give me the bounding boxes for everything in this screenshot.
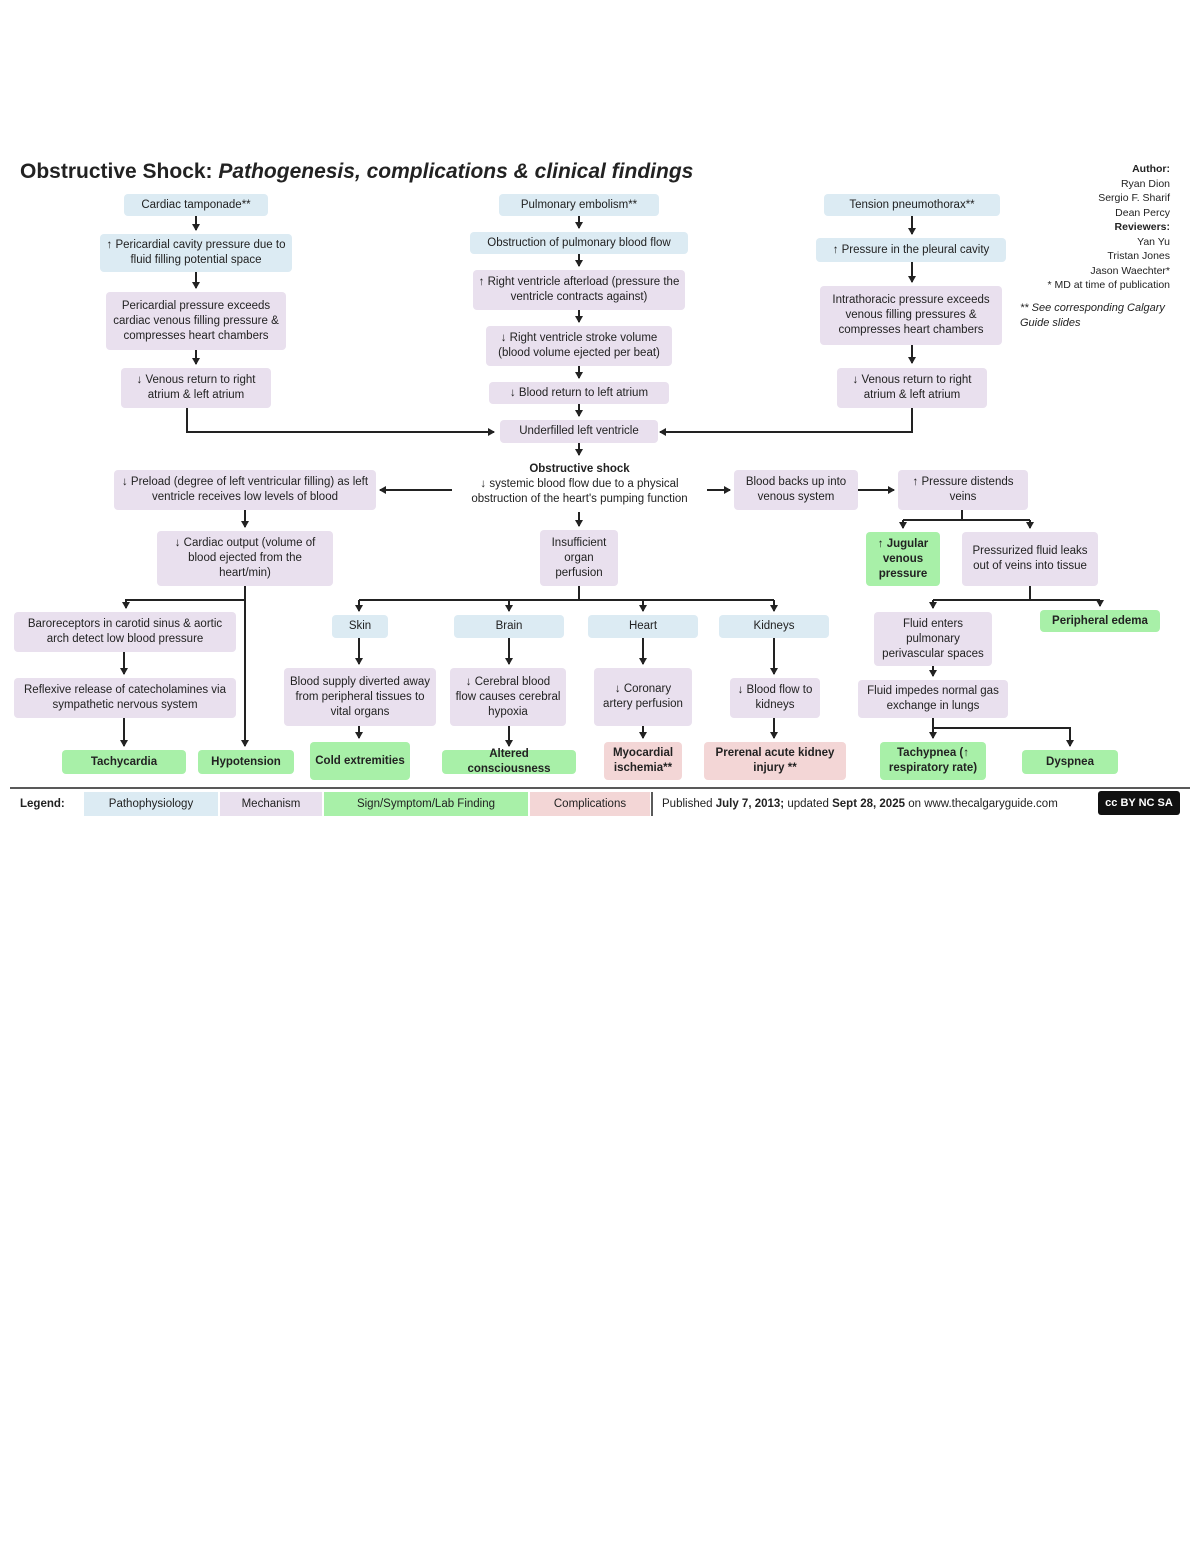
author-label: Author: [1132,163,1170,175]
node-obstructive-shock: Obstructive shock ↓ systemic blood flow … [452,457,707,512]
node-myocardial-ischemia: Myocardial ischemia** [604,742,682,780]
node-tension-pneumothorax: Tension pneumothorax** [824,194,1000,216]
node-blood-backs-up: Blood backs up into venous system [734,470,858,510]
slides-note: ** See corresponding Calgary Guide slide… [1020,301,1165,329]
published-date: July 7, 2013; [715,798,785,810]
site-link[interactable]: on www.thecalgaryguide.com [908,798,1058,810]
node-cardiac-tamponade: Cardiac tamponade** [124,194,268,216]
obstructive-shock-title: Obstructive shock [529,463,630,475]
node-blood-diverted: Blood supply diverted away from peripher… [284,668,436,726]
legend-pathophysiology: Pathophysiology [84,792,218,816]
node-pericardial-pressure: ↑ Pericardial cavity pressure due to flu… [100,234,292,272]
node-rv-stroke-volume: ↓ Right ventricle stroke volume (blood v… [486,326,672,366]
published-prefix: Published [662,798,713,810]
node-tachycardia: Tachycardia [62,750,186,774]
node-fluid-leaks: Pressurized fluid leaks out of veins int… [962,532,1098,586]
node-brain: Brain [454,615,564,638]
reviewer-name: Yan Yu [1137,235,1170,248]
node-preload: ↓ Preload (degree of left ventricular fi… [114,470,376,510]
node-cold-extremities: Cold extremities [310,742,410,780]
node-cerebral-flow: ↓ Cerebral blood flow causes cerebral hy… [450,668,566,726]
arrow [933,727,1074,747]
author-name: Sergio F. Sharif [1098,192,1170,204]
node-dyspnea: Dyspnea [1022,750,1118,774]
arrow [659,408,913,436]
node-underfilled-lv: Underfilled left ventricle [500,420,658,443]
node-hypotension: Hypotension [198,750,294,774]
license-badge-icon[interactable]: cc BY NC SA [1098,791,1180,815]
node-catecholamines: Reflexive release of catecholamines via … [14,678,236,718]
node-pericardial-exceeds: Pericardial pressure exceeds cardiac ven… [106,292,286,350]
arrow [122,586,246,609]
md-note: * MD at time of publication [1047,279,1170,291]
node-fluid-pulmonary: Fluid enters pulmonary perivascular spac… [874,612,992,666]
legend-mechanism: Mechanism [220,792,322,816]
reviewers-label: Reviewers: [1114,221,1170,233]
page-title: Obstructive Shock: Pathogenesis, complic… [20,160,693,184]
title-sub: Pathogenesis, complications & clinical f… [218,160,694,183]
node-pulmonary-embolism: Pulmonary embolism** [499,194,659,216]
updated-date: Sept 28, 2025 [832,798,905,810]
reviewer-name: Jason Waechter* [1090,264,1170,277]
node-fluid-gas-exchange: Fluid impedes normal gas exchange in lun… [858,680,1008,718]
author-name: Dean Percy [1115,206,1170,219]
node-jugular-venous-pressure: ↑ Jugular venous pressure [866,532,940,586]
node-baroreceptors: Baroreceptors in carotid sinus & aortic … [14,612,236,652]
legend-complications: Complications [530,792,650,816]
node-skin: Skin [332,615,388,638]
node-heart: Heart [588,615,698,638]
title-main: Obstructive Shock: [20,160,213,183]
author-name: Ryan Dion [1120,177,1170,190]
node-pressure-distends: ↑ Pressure distends veins [898,470,1028,510]
node-altered-consciousness: Altered consciousness [442,748,576,775]
obstructive-shock-desc: ↓ systemic blood flow due to a physical … [471,478,688,505]
legend-sign: Sign/Symptom/Lab Finding [324,792,528,816]
arrow [186,408,495,436]
node-tachypnea: Tachypnea (↑ respiratory rate) [880,742,986,780]
node-cardiac-output: ↓ Cardiac output (volume of blood ejecte… [157,531,333,586]
node-rv-afterload: ↑ Right ventricle afterload (pressure th… [473,270,685,310]
node-peripheral-edema: Peripheral edema [1040,610,1160,632]
node-pleural-pressure: ↑ Pressure in the pleural cavity [816,238,1006,262]
reviewer-name: Tristan Jones [1107,250,1170,262]
published-info: Published July 7, 2013; updated Sept 28,… [662,792,1058,816]
node-obstruction-pulmonary-flow: Obstruction of pulmonary blood flow [470,232,688,254]
node-kidney-flow: ↓ Blood flow to kidneys [730,678,820,718]
updated-prefix: updated [787,798,829,810]
legend-label: Legend: [20,798,65,810]
node-venous-return-left: ↓ Venous return to right atrium & left a… [121,368,271,408]
node-intrathoracic-exceeds: Intrathoracic pressure exceeds venous fi… [820,286,1002,345]
node-venous-return-right: ↓ Venous return to right atrium & left a… [837,368,987,408]
node-insufficient-perfusion: Insufficient organ perfusion [540,530,618,586]
node-kidneys: Kidneys [719,615,829,638]
node-blood-return-la: ↓ Blood return to left atrium [489,382,669,404]
node-coronary-perfusion: ↓ Coronary artery perfusion [594,668,692,726]
node-prerenal-aki: Prerenal acute kidney injury ** [704,742,846,780]
credits-block: Author: Ryan Dion Sergio F. Sharif Dean … [990,162,1170,331]
